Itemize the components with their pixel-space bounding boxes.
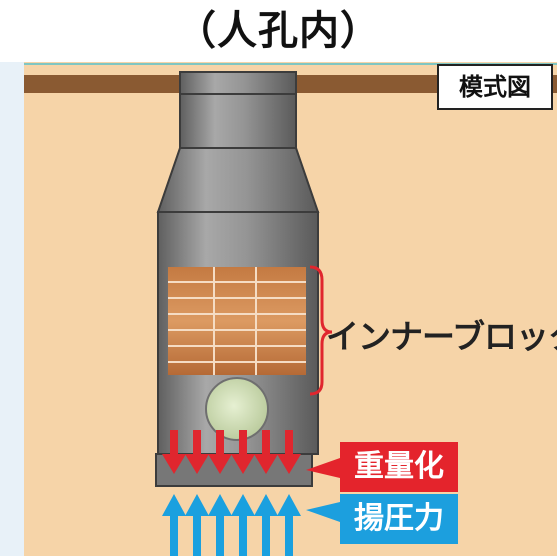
weight-label: 重量化 [340,442,458,492]
uplift-label: 揚圧力 [340,494,458,544]
up-arrow [231,494,255,556]
brick-grid [168,267,306,375]
down-arrows [162,430,301,474]
up-arrow [277,494,301,556]
down-arrow [277,430,301,474]
inner-pipe-hole [205,377,269,441]
down-arrow [162,430,186,474]
weight-pointer [306,458,340,478]
inner-block-brace [309,265,333,396]
schematic-badge: 模式図 [437,64,553,110]
manhole-neck [179,71,297,149]
manhole-diagram: 模式図 インナーブロック 重量化 揚圧力 [0,62,557,556]
down-arrow [208,430,232,474]
diagram-canvas [0,62,557,556]
diagram-title: （人孔内） [176,8,381,54]
up-arrows [162,494,301,556]
down-arrow [254,430,278,474]
up-arrow [254,494,278,556]
brick-area [168,267,306,375]
inner-block-label: インナーブロック [326,317,557,356]
uplift-pointer [306,502,340,522]
inner-block [168,267,306,441]
left-strip [0,62,24,556]
manhole-cone [156,147,320,213]
down-arrow [231,430,255,474]
up-arrow [208,494,232,556]
up-arrow [162,494,186,556]
down-arrow [185,430,209,474]
up-arrow [185,494,209,556]
